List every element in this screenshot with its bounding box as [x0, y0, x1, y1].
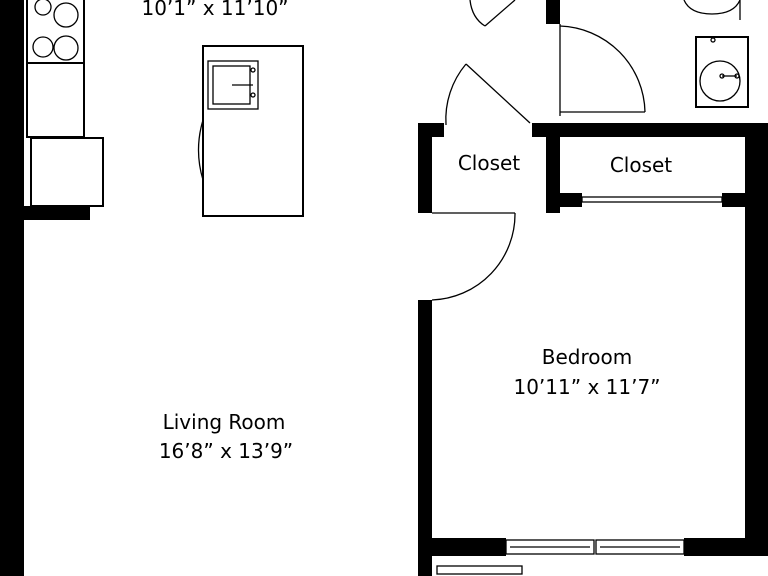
doors — [431, 0, 723, 301]
kitchen-island — [197, 45, 304, 217]
burner-icon — [53, 2, 79, 28]
wall-bedroom-bottom-left — [418, 538, 506, 556]
living-room-dimensions: 16’8” x 13’9” — [159, 439, 293, 463]
closet-left-label: Closet — [458, 151, 520, 175]
door-leaf-closet — [465, 63, 531, 124]
island-stool-edge — [197, 119, 204, 181]
wall-bedroom-right — [745, 137, 768, 556]
room-labels: 10’1” x 11’10” Closet Closet Bedroom 10’… — [141, 0, 672, 463]
wall-bath-bottom — [532, 123, 768, 137]
wall-bedroom-left — [418, 300, 432, 576]
door-leaf-top — [484, 0, 516, 27]
vanity-fixture-icon — [710, 37, 716, 43]
vanity-sink-icon — [699, 60, 741, 102]
sink-outer — [207, 60, 259, 110]
stove — [26, 0, 85, 64]
kitchen-dimensions: 10’1” x 11’10” — [141, 0, 288, 20]
wall-left-upper — [0, 0, 24, 206]
island-outline — [202, 45, 304, 217]
windows — [436, 539, 685, 575]
door-swing-bathroom — [559, 25, 646, 113]
burner-icon — [34, 0, 52, 16]
wall-bath-left — [546, 0, 560, 24]
bathroom-fixtures — [683, 0, 749, 108]
window-sill — [436, 565, 523, 575]
door-swing-bedroom — [431, 212, 516, 301]
burner-icon — [32, 36, 54, 58]
bedroom-dimensions: 10’11” x 11’7” — [513, 375, 660, 399]
wall-kitchen-stub — [0, 206, 90, 220]
faucet-icon — [250, 92, 256, 98]
wall-closet-bottom-left — [418, 203, 432, 213]
vanity-outline — [695, 36, 749, 108]
toilet-icon — [683, 0, 741, 15]
wall-closet-top-stub — [418, 123, 444, 137]
faucet-icon — [250, 67, 256, 73]
window-pane — [595, 539, 685, 555]
living-room-label: Living Room — [163, 410, 286, 434]
wall-closet-bottom-mid — [546, 193, 582, 207]
wall-closet-divider — [546, 123, 560, 213]
burner-icon — [53, 35, 79, 61]
closet-right-label: Closet — [610, 153, 672, 177]
bedroom-label: Bedroom — [542, 345, 632, 369]
door-swing-top — [469, 0, 486, 27]
kitchen-counter — [26, 62, 85, 138]
sliding-door-closet — [581, 196, 723, 203]
wall-left-lower — [0, 220, 24, 576]
refrigerator — [30, 137, 104, 207]
door-swing-closet — [445, 63, 467, 126]
window-pane — [505, 539, 595, 555]
wall-closet-left-side — [418, 123, 432, 213]
